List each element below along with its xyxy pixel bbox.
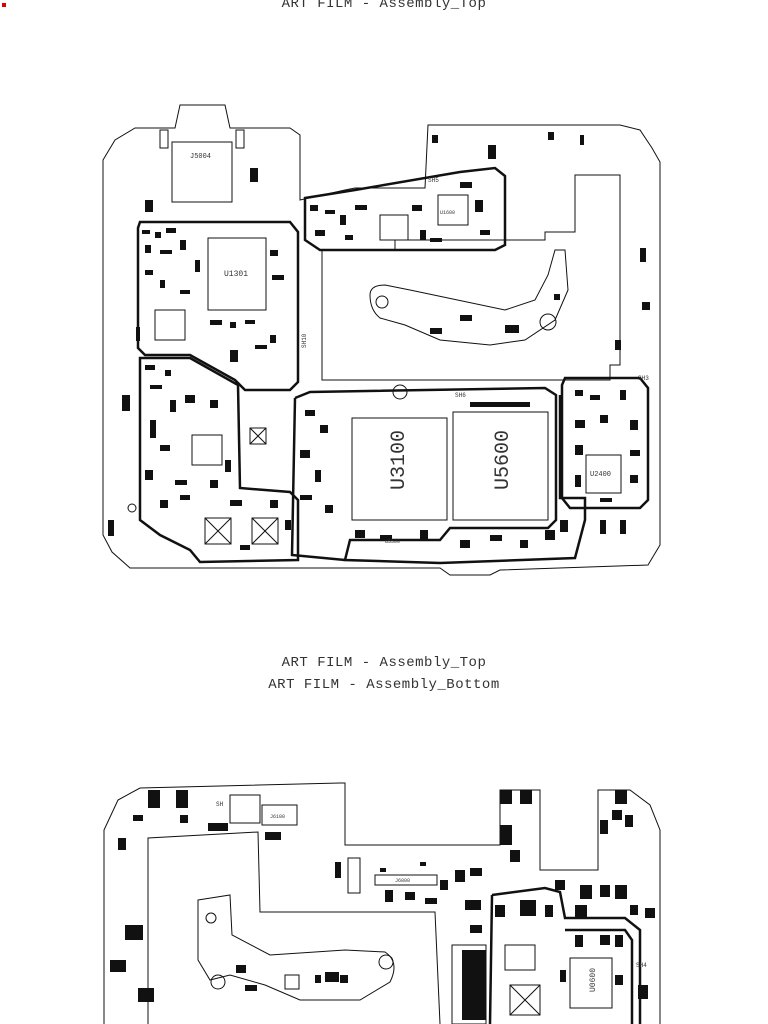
label-u1301: U1301 xyxy=(224,270,248,279)
top-board-outline xyxy=(102,104,661,576)
bottom-shield-right xyxy=(488,886,642,1024)
caption-mid-top: ART FILM - Assembly_Top xyxy=(281,655,487,671)
label-sh10: SH10 xyxy=(301,333,308,348)
chip-u3100 xyxy=(351,417,448,521)
chip-u5600 xyxy=(452,411,549,521)
label-sh: SH xyxy=(216,801,224,808)
chip-u2400 xyxy=(585,454,622,494)
label-u0600: U0600 xyxy=(589,968,598,992)
connector-j6800 xyxy=(374,874,438,886)
shield-right xyxy=(560,376,650,510)
shield-lower-left xyxy=(138,356,300,564)
chip-u1301 xyxy=(207,237,267,311)
chip-u0600 xyxy=(569,957,613,1009)
top-components xyxy=(108,132,650,550)
caption-mid-bottom: ART FILM - Assembly_Bottom xyxy=(268,677,500,693)
caption-top-header: ART FILM - Assembly_Top xyxy=(281,0,487,12)
label-sh4: SH4 xyxy=(636,962,647,969)
label-j6100: J6100 xyxy=(270,814,285,820)
label-u3100: U3100 xyxy=(388,430,411,490)
label-u2400: U2400 xyxy=(590,471,611,479)
label-u5500: U5500 xyxy=(385,539,400,545)
label-j5004: J5004 xyxy=(190,153,211,161)
label-u5600: U5600 xyxy=(492,430,515,490)
red-marker xyxy=(2,3,6,7)
shield-bottom-main xyxy=(290,386,587,565)
label-sh5: SH5 xyxy=(428,177,439,184)
shield-top-right xyxy=(303,166,507,252)
bottom-components xyxy=(110,790,655,1020)
connector-j5004 xyxy=(171,141,233,203)
label-sh6: SH6 xyxy=(455,392,466,399)
label-u1600: U1600 xyxy=(440,210,455,216)
top-assembly-board: J5004 U1301 SH5 SH6 SH3 U1600 U5500 U240… xyxy=(102,104,661,576)
label-j6800: J6800 xyxy=(395,878,410,884)
label-sh3: SH3 xyxy=(638,375,649,382)
bottom-center-cutout xyxy=(147,831,441,1024)
shield-upper-left xyxy=(136,220,300,392)
bottom-assembly-board: SH J6100 J6800 SH4 U0600 xyxy=(103,782,661,1024)
